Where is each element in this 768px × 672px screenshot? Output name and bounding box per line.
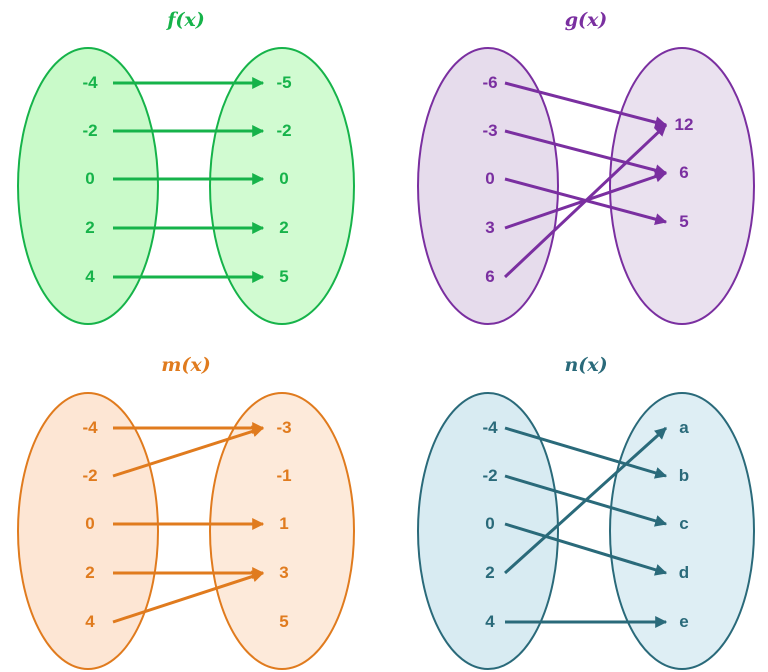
mapping-arrow (504, 129, 668, 177)
domain-value: 2 (85, 218, 94, 237)
range-value: 12 (675, 115, 694, 134)
diagram-title-f: f(x) (165, 9, 204, 31)
domain-value: 2 (485, 563, 494, 582)
mapping-diagram-g: g(x) -6 -3 0 3 6 12 6 5 (417, 9, 755, 325)
domain-value: 0 (85, 514, 94, 533)
domain-value: -4 (482, 418, 498, 437)
range-value: 5 (679, 212, 688, 231)
range-value: 2 (279, 218, 288, 237)
diagram-title-n: n(x) (564, 354, 607, 376)
range-value: e (679, 612, 688, 631)
domain-value: 4 (485, 612, 495, 631)
range-value: b (679, 466, 689, 485)
domain-value: 6 (485, 267, 494, 286)
range-ellipse-f (209, 47, 355, 325)
diagram-title-g: g(x) (565, 9, 608, 31)
range-value: -1 (276, 466, 291, 485)
domain-value: -4 (82, 73, 98, 92)
mapping-diagram-f: f(x) -4 -2 0 2 4 -5 -2 0 2 5 (17, 9, 355, 325)
range-value: d (679, 563, 689, 582)
domain-value: -3 (482, 121, 497, 140)
range-value: 3 (279, 563, 288, 582)
mapping-arrow (112, 570, 265, 624)
domain-value: 2 (85, 563, 94, 582)
mapping-arrow (503, 426, 668, 575)
range-ellipse-m (209, 392, 355, 670)
domain-ellipse-m (17, 392, 159, 670)
range-value: a (679, 418, 689, 437)
range-value: 5 (279, 612, 288, 631)
range-value: -3 (276, 418, 291, 437)
range-value: 6 (679, 163, 688, 182)
domain-value: -2 (82, 121, 97, 140)
mapping-diagram-m: m(x) -4 -2 0 2 4 -3 -1 1 3 5 (17, 354, 355, 670)
domain-value: -6 (482, 73, 497, 92)
range-value: c (679, 514, 688, 533)
domain-value: 4 (85, 612, 95, 631)
mapping-arrow (504, 81, 668, 129)
domain-value: -2 (82, 466, 97, 485)
domain-value: 0 (485, 169, 494, 188)
range-value: -2 (276, 121, 291, 140)
mapping-arrow (503, 123, 668, 279)
domain-value: 0 (485, 514, 494, 533)
domain-value: 3 (485, 218, 494, 237)
domain-value: 0 (85, 169, 94, 188)
mapping-arrow (504, 426, 668, 479)
domain-value: 4 (85, 267, 95, 286)
domain-ellipse-f (17, 47, 159, 325)
diagram-title-m: m(x) (161, 354, 210, 376)
mapping-arrow (112, 425, 265, 478)
range-value: 0 (279, 169, 288, 188)
range-ellipse-g (609, 47, 755, 325)
mapping-diagram-n: n(x) -4 -2 0 2 4 a b c d e (417, 354, 755, 670)
range-value: 5 (279, 267, 288, 286)
range-value: -5 (276, 73, 291, 92)
range-ellipse-n (609, 392, 755, 670)
domain-ellipse-n (417, 392, 559, 670)
domain-value: -2 (482, 466, 497, 485)
mapping-arrow (504, 522, 668, 576)
domain-ellipse-g (417, 47, 559, 325)
range-value: 1 (279, 514, 288, 533)
domain-value: -4 (82, 418, 98, 437)
